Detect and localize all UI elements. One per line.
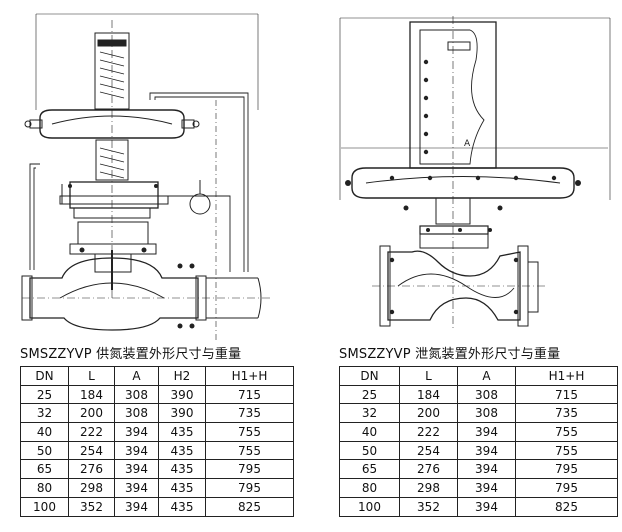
table-cell: 435: [158, 459, 206, 480]
supply-table-caption: SMSZZYVP 供氮装置外形尺寸与重量: [20, 347, 242, 362]
valve-drawings: A: [21, 13, 611, 340]
table-cell: 308: [114, 403, 159, 424]
table-cell: 755: [515, 440, 618, 461]
table-cell: 394: [114, 422, 159, 442]
table-cell: 715: [205, 384, 294, 405]
supply-valve-drawing: [21, 13, 272, 340]
table-cell: 184: [399, 384, 458, 405]
table-cell: 755: [515, 422, 618, 442]
table-cell: 184: [68, 384, 115, 405]
table-cell: 435: [158, 478, 206, 498]
table-cell: 200: [68, 403, 115, 424]
table-cell: 795: [205, 459, 294, 480]
table-cell: 40: [339, 422, 400, 442]
table-cell: 25: [20, 384, 69, 405]
table-cell: 390: [158, 384, 206, 405]
relief-valve-drawing: A: [339, 16, 611, 330]
column-header: H1+H: [205, 366, 294, 386]
table-cell: 276: [68, 459, 115, 480]
table-cell: 394: [457, 459, 516, 480]
column-header: H1+H: [515, 366, 618, 386]
dimension-a-label: A: [464, 139, 471, 149]
relief-table-caption: SMSZZYVP 泄氮装置外形尺寸与重量: [339, 347, 561, 362]
column-header: H2: [158, 366, 206, 386]
table-cell: 755: [205, 422, 294, 442]
table-cell: 390: [158, 403, 206, 424]
table-cell: 65: [20, 459, 69, 480]
table-cell: 200: [399, 403, 458, 424]
table-cell: 50: [339, 440, 400, 461]
column-header: L: [68, 366, 115, 386]
column-header: L: [399, 366, 458, 386]
table-cell: 755: [205, 440, 294, 461]
table-cell: 100: [20, 496, 69, 517]
table-cell: 298: [399, 478, 458, 498]
table-cell: 352: [399, 496, 458, 517]
table-cell: 435: [158, 496, 206, 517]
table-cell: 254: [68, 440, 115, 461]
table-cell: 32: [20, 403, 69, 424]
table-cell: 254: [399, 440, 458, 461]
table-cell: 735: [205, 403, 294, 424]
table-cell: 222: [399, 422, 458, 442]
column-header: A: [114, 366, 159, 386]
table-cell: 394: [457, 440, 516, 461]
table-cell: 735: [515, 403, 618, 424]
column-header: DN: [20, 366, 69, 386]
table-cell: 795: [205, 478, 294, 498]
table-cell: 40: [20, 422, 69, 442]
table-cell: 394: [457, 478, 516, 498]
table-cell: 308: [114, 384, 159, 405]
table-cell: 100: [339, 496, 400, 517]
table-cell: 276: [399, 459, 458, 480]
table-cell: 25: [339, 384, 400, 405]
table-cell: 435: [158, 422, 206, 442]
table-cell: 435: [158, 440, 206, 461]
table-cell: 394: [114, 440, 159, 461]
table-cell: 825: [205, 496, 294, 517]
table-cell: 298: [68, 478, 115, 498]
table-cell: 222: [68, 422, 115, 442]
table-cell: 352: [68, 496, 115, 517]
table-cell: 795: [515, 478, 618, 498]
table-cell: 65: [339, 459, 400, 480]
table-cell: 715: [515, 384, 618, 405]
column-header: A: [457, 366, 516, 386]
table-cell: 308: [457, 384, 516, 405]
table-cell: 32: [339, 403, 400, 424]
table-cell: 50: [20, 440, 69, 461]
table-cell: 80: [20, 478, 69, 498]
table-cell: 394: [114, 459, 159, 480]
table-cell: 795: [515, 459, 618, 480]
table-cell: 394: [114, 478, 159, 498]
table-cell: 80: [339, 478, 400, 498]
column-header: DN: [339, 366, 400, 386]
table-cell: 394: [457, 496, 516, 517]
table-cell: 308: [457, 403, 516, 424]
table-cell: 825: [515, 496, 618, 517]
table-cell: 394: [457, 422, 516, 442]
table-cell: 394: [114, 496, 159, 517]
